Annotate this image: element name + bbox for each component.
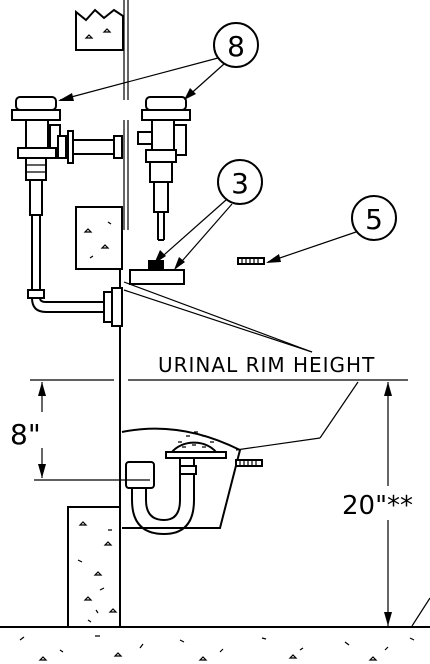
callout-8: 8: [58, 22, 259, 101]
rim-leader-line: [123, 281, 313, 353]
callout-3: 3: [154, 159, 263, 270]
supply-pipe: [27, 215, 123, 327]
wall-block: [75, 206, 123, 270]
hanger-screw-icon: [237, 257, 265, 265]
urinal-fixture: [121, 427, 263, 536]
fixture-screw-icon: [235, 459, 263, 467]
callout-5: 5: [237, 195, 397, 265]
concrete-base-block: [0, 506, 120, 628]
spud-bracket: [129, 260, 185, 285]
flush-valve-exposed: [11, 96, 123, 216]
rim-height-label: URINAL RIM HEIGHT: [158, 353, 375, 377]
dim-8-label: 8": [10, 418, 41, 451]
callout-8-label: 8: [227, 30, 245, 63]
wall-section-break: [75, 8, 124, 51]
dimension-8-inch: 8": [10, 382, 150, 481]
dimension-20-inch: 20"**: [340, 382, 430, 627]
callout-5-label: 5: [365, 203, 383, 236]
floor-slab: [0, 626, 430, 661]
callout-3-label: 3: [231, 167, 249, 200]
dim-20-label: 20"**: [342, 491, 413, 521]
flush-valve-concealed: [137, 96, 191, 241]
rim-height-annotation: URINAL RIM HEIGHT: [30, 353, 408, 451]
